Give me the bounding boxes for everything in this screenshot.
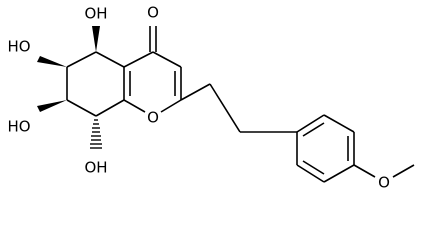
atom-label-ring-o: O bbox=[147, 109, 159, 127]
bond-p5-p6 bbox=[296, 164, 325, 183]
bond-ch2-ch2 bbox=[209, 83, 241, 133]
bond-c2-o1 bbox=[160, 99, 182, 113]
atom-labels: O O O OH HO HO OH bbox=[7, 4, 389, 192]
ring-b-bonds bbox=[123, 51, 182, 113]
atom-label-methoxy-o: O bbox=[378, 174, 390, 192]
stereo-bonds bbox=[37, 26, 102, 149]
bond-p5-p6-double bbox=[302, 160, 325, 175]
chemical-structure-diagram: O O O OH HO HO OH bbox=[7, 4, 415, 192]
bond-p1-p2 bbox=[296, 114, 325, 133]
atom-label-oh6: HO bbox=[7, 38, 30, 56]
wedge-c5-oh bbox=[92, 26, 100, 52]
phenyl-ring-bonds bbox=[296, 114, 355, 183]
bond-p4-p5 bbox=[323, 164, 355, 183]
bond-c4a-c4 bbox=[123, 51, 154, 68]
bond-o-ch3 bbox=[392, 164, 415, 178]
bond-c4-c3 bbox=[152, 51, 182, 68]
wedge-c6-oh bbox=[37, 56, 67, 67]
bond-c4a-c5 bbox=[95, 51, 125, 68]
bond-p2-p3 bbox=[323, 114, 355, 133]
ring-a-bonds bbox=[66, 51, 125, 117]
bond-c8-c8a bbox=[95, 99, 125, 117]
atom-label-oh5: OH bbox=[84, 5, 107, 23]
atom-label-carbonyl-o: O bbox=[147, 4, 159, 22]
wedge-c7-oh bbox=[37, 100, 67, 112]
side-chain-bonds bbox=[180, 83, 297, 133]
hash-c8-oh bbox=[90, 119, 102, 149]
bond-c7-c8 bbox=[66, 99, 97, 117]
bond-p1-p2-double bbox=[302, 122, 325, 137]
bond-c2-ch2 bbox=[180, 83, 211, 101]
bond-c5-c6 bbox=[66, 51, 97, 68]
bond-o1-c8a bbox=[123, 99, 146, 113]
atom-label-oh8: OH bbox=[84, 159, 107, 177]
bond-ring-o bbox=[353, 164, 376, 178]
atom-label-oh7: HO bbox=[7, 118, 30, 136]
carbonyl-bonds bbox=[149, 26, 157, 52]
methoxy-bonds bbox=[353, 164, 415, 178]
